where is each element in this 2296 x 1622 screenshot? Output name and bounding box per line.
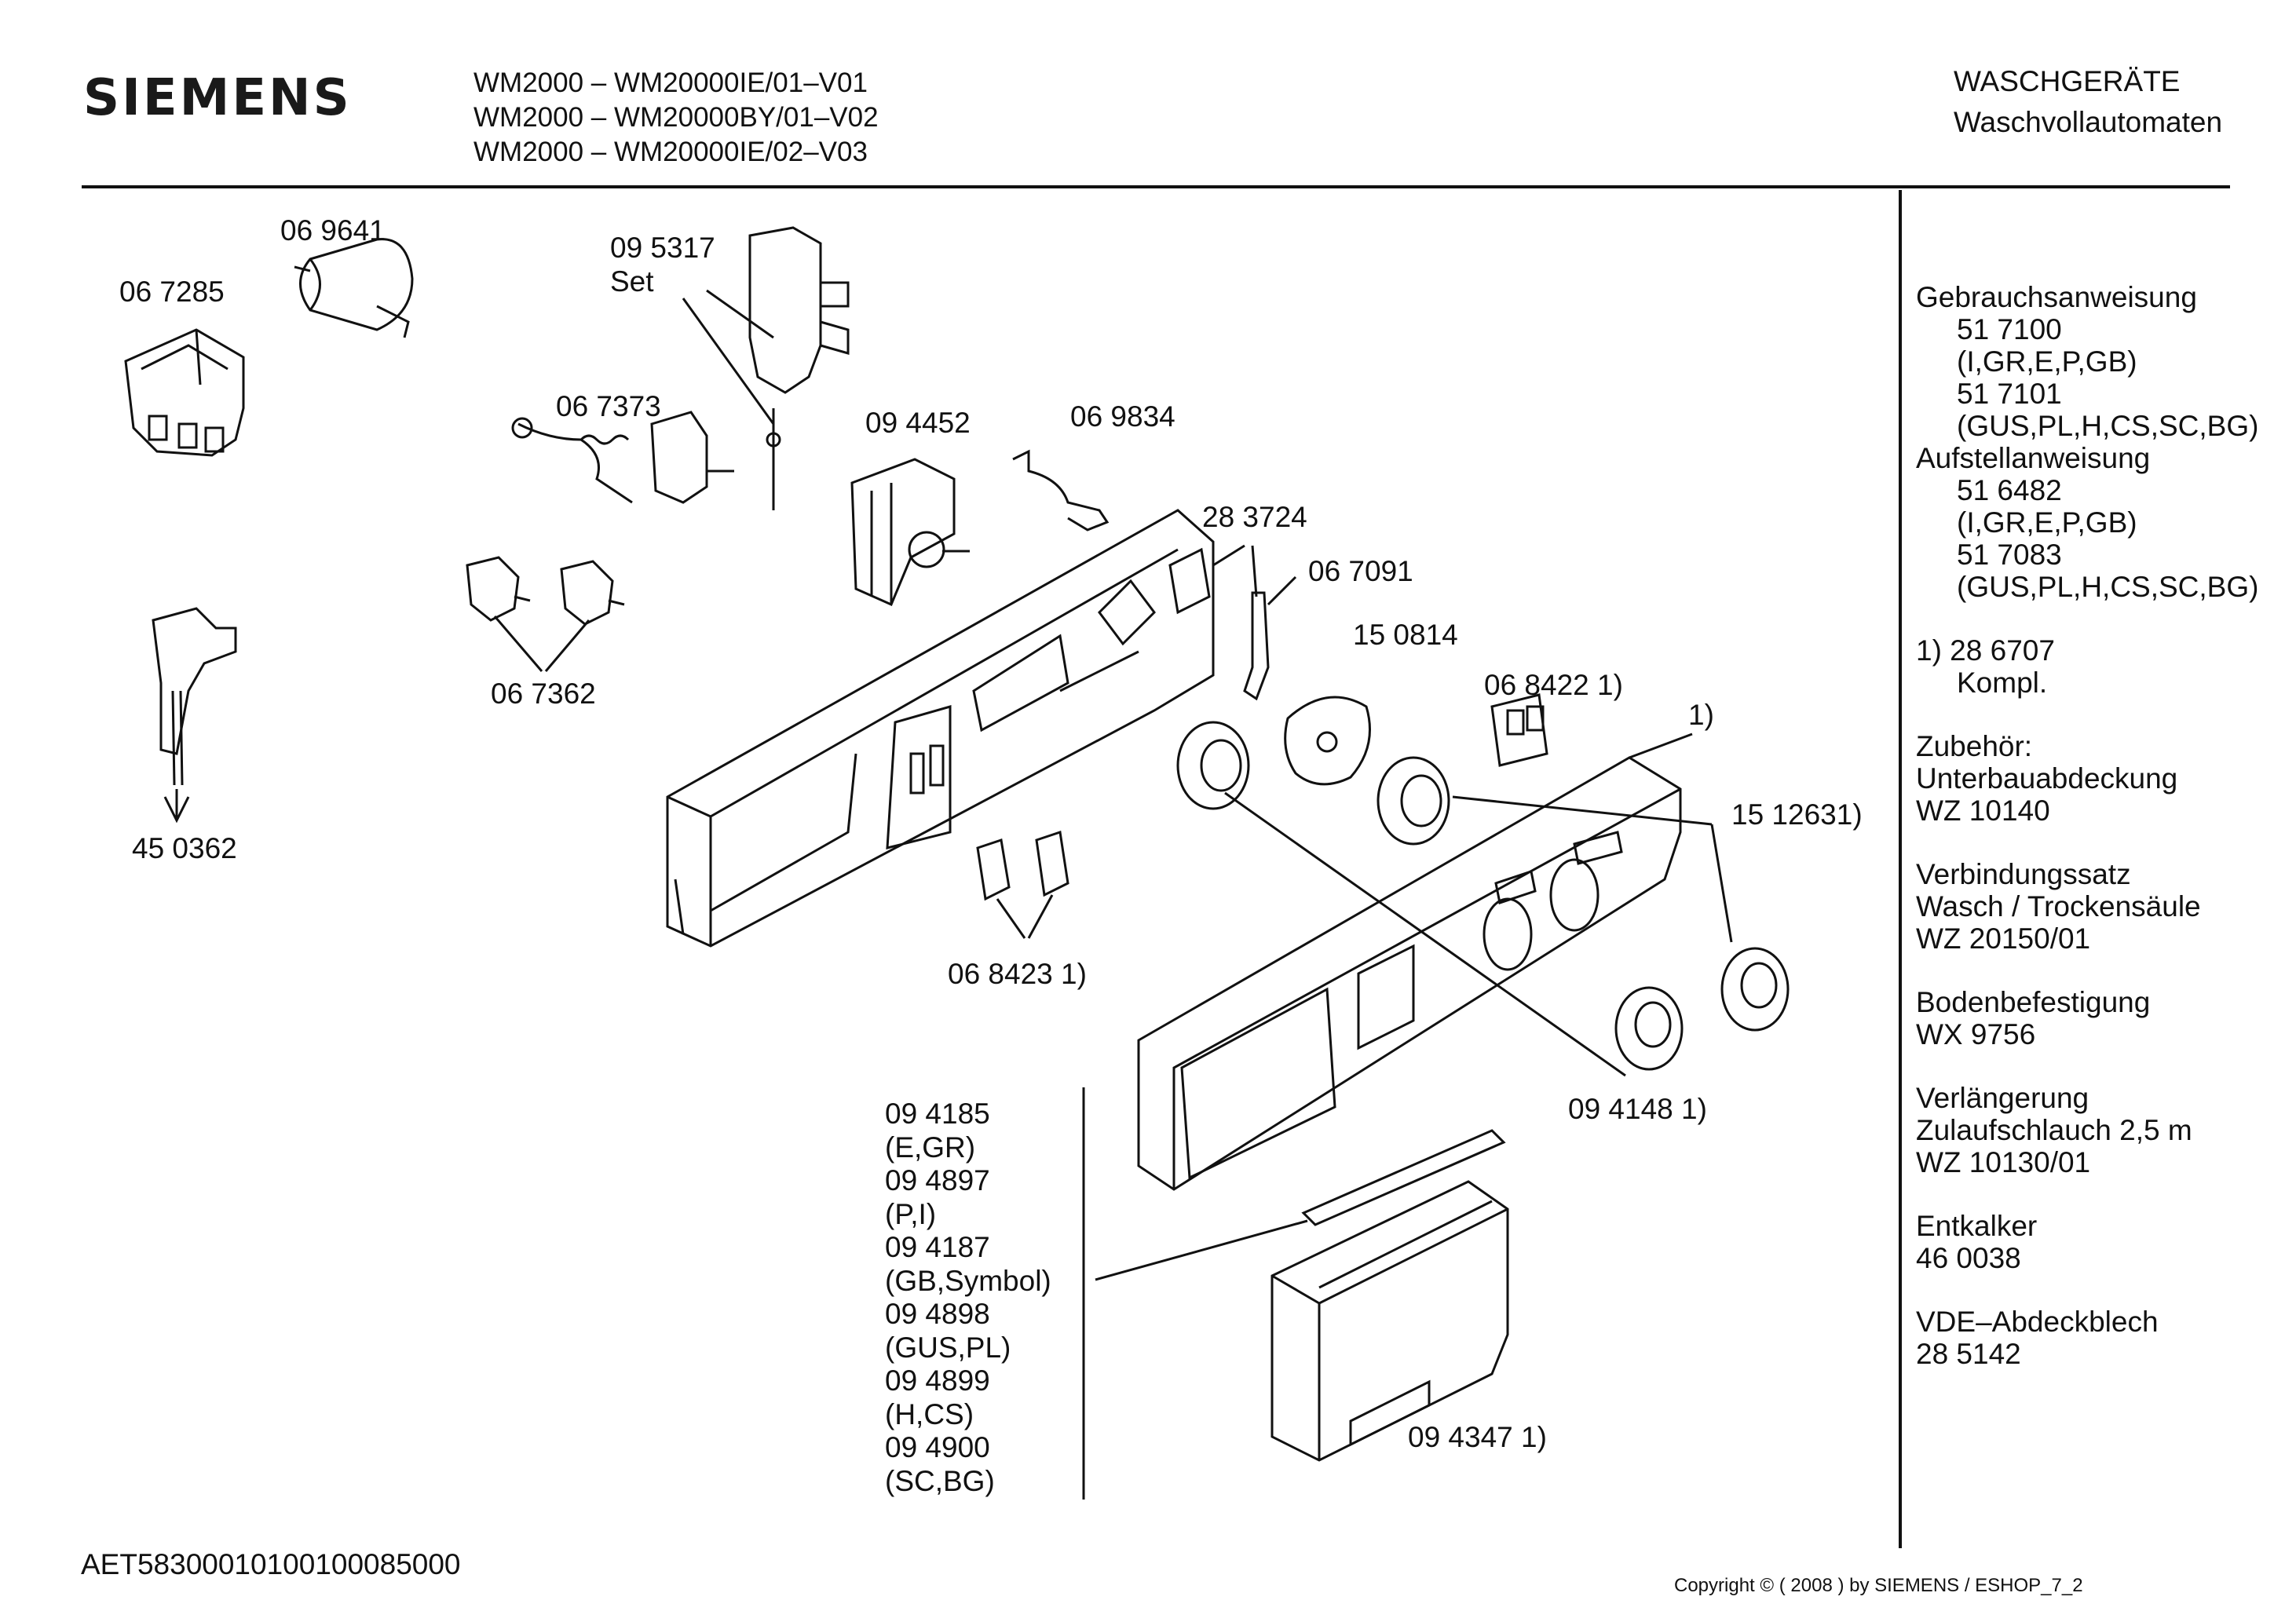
brand-logo: SIEMENS: [83, 69, 352, 127]
knob-ring-middle-part: [1377, 756, 1733, 943]
part-label: 15 12631): [1731, 798, 1863, 831]
footnote-text: Kompl.: [1957, 667, 2048, 699]
knob-ring-left-part: [1176, 721, 1626, 1077]
accessory-number: WZ 10140: [1916, 795, 2050, 827]
model-line: WM2000 – WM20000IE/01–V01: [473, 68, 868, 98]
capacitor-part: [294, 238, 414, 338]
copyright-notice: Copyright © ( 2008 ) by SIEMENS / ESHOP_…: [1674, 1575, 2083, 1596]
sensor-wire-part: [1012, 449, 1110, 532]
variant-item: 09 4187: [885, 1231, 990, 1263]
part-label: 06 7362: [491, 678, 596, 710]
part-label: 06 9834: [1070, 400, 1175, 433]
part-label: 06 7285: [119, 276, 225, 308]
install-title: Aufstellanweisung: [1916, 442, 2151, 474]
accessory-name: Verbindungssatz: [1916, 858, 2131, 890]
category-title: WASCHGERÄTE: [1954, 65, 2181, 97]
part-label: 1): [1688, 699, 1714, 731]
variant-item: (P,I): [885, 1197, 937, 1230]
spindle-holder-part: [1284, 696, 1371, 786]
connector-block-part: [1490, 693, 1548, 767]
part-label: Set: [610, 265, 654, 298]
symbol-strip-part: [1095, 1129, 1506, 1281]
small-connector-part: [976, 831, 1069, 939]
manual-number: 51 7100: [1957, 313, 2062, 345]
accessory-name: Bodenbefestigung: [1916, 986, 2151, 1018]
variant-item: (E,GR): [885, 1131, 976, 1164]
install-languages: (GUS,PL,H,CS,SC,BG): [1957, 571, 2259, 603]
part-label: 45 0362: [132, 832, 237, 864]
model-line: WM2000 – WM20000BY/01–V02: [473, 102, 879, 133]
rotary-knob-part: [1614, 947, 1790, 1071]
install-languages: (I,GR,E,P,GB): [1957, 506, 2137, 539]
accessory-number: 46 0038: [1916, 1242, 2021, 1274]
accessories-title: Zubehör:: [1916, 730, 2033, 762]
category-block: WASCHGERÄTE Waschvollautomaten: [1954, 61, 2222, 143]
part-label: 06 8423 1): [948, 958, 1087, 990]
accessory-number: WZ 20150/01: [1916, 922, 2091, 955]
switch-set-part: [682, 226, 850, 510]
accessory-number: WX 9756: [1916, 1018, 2036, 1050]
variant-item: (SC,BG): [885, 1464, 995, 1497]
manual-languages: (I,GR,E,P,GB): [1957, 345, 2137, 378]
document-id: AET58300010100100085000: [81, 1548, 461, 1580]
part-label: 09 4452: [865, 407, 971, 439]
accessory-name: Wasch / Trockensäule: [1916, 890, 2201, 922]
accessories-sidebar: Gebrauchsanweisung 51 7100 (I,GR,E,P,GB)…: [1916, 281, 2258, 1370]
variant-item: 09 4897: [885, 1164, 990, 1196]
manual-languages: (GUS,PL,H,CS,SC,BG): [1957, 410, 2259, 442]
symbol-strip-variants: 09 4185 (E,GR) 09 4897 (P,I) 09 4187 (GB…: [885, 1098, 1051, 1498]
variant-item: 09 4899: [885, 1364, 990, 1397]
variant-item: (H,CS): [885, 1397, 974, 1430]
thermostat-part: [511, 411, 734, 504]
variant-item: 09 4900: [885, 1431, 990, 1463]
install-number: 51 7083: [1957, 539, 2062, 571]
install-number: 51 6482: [1957, 474, 2062, 506]
part-label: 09 4148 1): [1568, 1093, 1707, 1125]
accessory-name: Verlängerung: [1916, 1082, 2089, 1114]
part-label: 06 7091: [1308, 555, 1413, 587]
accessory-name: Entkalker: [1916, 1210, 2038, 1242]
category-subtitle: Waschvollautomaten: [1954, 106, 2223, 138]
variant-item: (GUS,PL): [885, 1331, 1011, 1364]
accessory-number: WZ 10130/01: [1916, 1146, 2091, 1178]
bracket-part: [1212, 544, 1297, 701]
rocker-switch-part: [466, 556, 625, 672]
detergent-drawer-part: [1270, 1180, 1509, 1462]
accessory-number: 28 5142: [1916, 1338, 2021, 1370]
part-label: 06 8422 1): [1484, 669, 1623, 701]
manual-number: 51 7101: [1957, 378, 2062, 410]
part-label: 28 3724: [1202, 501, 1307, 533]
terminal-block-part: [124, 328, 245, 457]
model-line: WM2000 – WM20000IE/02–V03: [473, 137, 868, 167]
accessory-name: VDE–Abdeckblech: [1916, 1306, 2159, 1338]
accessory-name: Unterbauabdeckung: [1916, 762, 2178, 795]
fascia-panel-part: [1137, 732, 1693, 1191]
mains-plug-part: [152, 607, 237, 824]
part-label: 09 4347 1): [1408, 1421, 1547, 1453]
variant-item: 09 4185: [885, 1098, 990, 1130]
manual-title: Gebrauchsanweisung: [1916, 281, 2197, 313]
part-label: 06 7373: [556, 390, 661, 422]
variant-item: 09 4898: [885, 1298, 990, 1330]
accessory-name: Zulaufschlauch 2,5 m: [1916, 1114, 2192, 1146]
variant-item: (GB,Symbol): [885, 1264, 1051, 1297]
model-list: WM2000 – WM20000IE/01–V01 WM2000 – WM200…: [473, 66, 879, 170]
control-frame-part: [666, 509, 1215, 948]
programmer-part: [850, 458, 970, 606]
part-label: 06 9641: [280, 214, 386, 247]
footnote-number: 1) 28 6707: [1916, 634, 2055, 667]
part-label: 15 0814: [1353, 619, 1458, 651]
part-label: 09 5317: [610, 232, 715, 264]
